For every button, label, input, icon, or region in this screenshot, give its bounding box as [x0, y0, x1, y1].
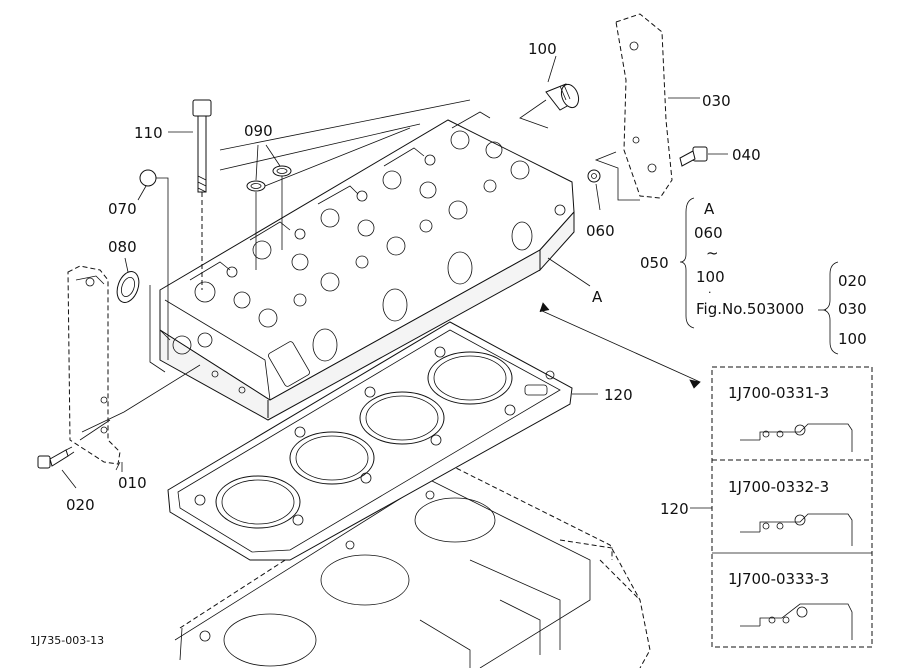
part-labels: 100 110 090 070 080 030 040 060 A 120 01…: [66, 40, 761, 514]
variant-1-part-no: 1J700-0331-3: [728, 384, 829, 402]
drawing-id: 1J735-003-13: [30, 634, 104, 647]
variant-3-part-no: 1J700-0333-3: [728, 570, 829, 588]
label-040: 040: [732, 146, 761, 164]
head-gasket: [167, 321, 573, 561]
label-080: 080: [108, 238, 137, 256]
variant-2-part-no: 1J700-0332-3: [728, 478, 829, 496]
label-050: 050: [640, 254, 669, 272]
label-120: 120: [604, 386, 633, 404]
gasket-variant-table: 120 1J700-0331-3 1J700-0332-3 1J700-0333…: [660, 366, 873, 648]
note-figure: Fig.No.503000: [696, 300, 804, 318]
note-end: 100: [696, 268, 725, 286]
head-bolt-110: [192, 99, 212, 290]
bolt-040: [679, 146, 708, 167]
label-030: 030: [702, 92, 731, 110]
label-ref-a: A: [592, 288, 603, 306]
plug-100: [519, 83, 580, 129]
leader-lines: [61, 55, 728, 489]
label-090: 090: [244, 122, 273, 140]
note-item-3: 100: [838, 330, 867, 348]
note-from: A: [704, 200, 715, 218]
washers-090: [246, 165, 292, 270]
label-010: 010: [118, 474, 147, 492]
label-070: 070: [108, 200, 137, 218]
note-tilde: ~: [706, 244, 719, 262]
engine-block-outline: [174, 459, 651, 668]
front-plate: [67, 265, 121, 465]
label-100: 100: [528, 40, 557, 58]
note-item-1: 020: [838, 272, 867, 290]
assembly-note: A 060 ~ 100 · Fig.No.503000 020 030 100: [679, 197, 867, 355]
label-120-variants: 120: [660, 500, 689, 518]
nut-060: [587, 169, 601, 183]
label-060: 060: [586, 222, 615, 240]
plug-070: [139, 169, 169, 360]
cylinder-head: [159, 99, 575, 421]
lifting-bracket-030: [594, 13, 673, 201]
note-dot: ·: [708, 286, 712, 299]
oil-seal-080: [116, 271, 166, 373]
note-start: 060: [694, 224, 723, 242]
bolt-020: [37, 446, 75, 469]
note-item-2: 030: [838, 300, 867, 318]
label-110: 110: [134, 124, 163, 142]
label-020: 020: [66, 496, 95, 514]
